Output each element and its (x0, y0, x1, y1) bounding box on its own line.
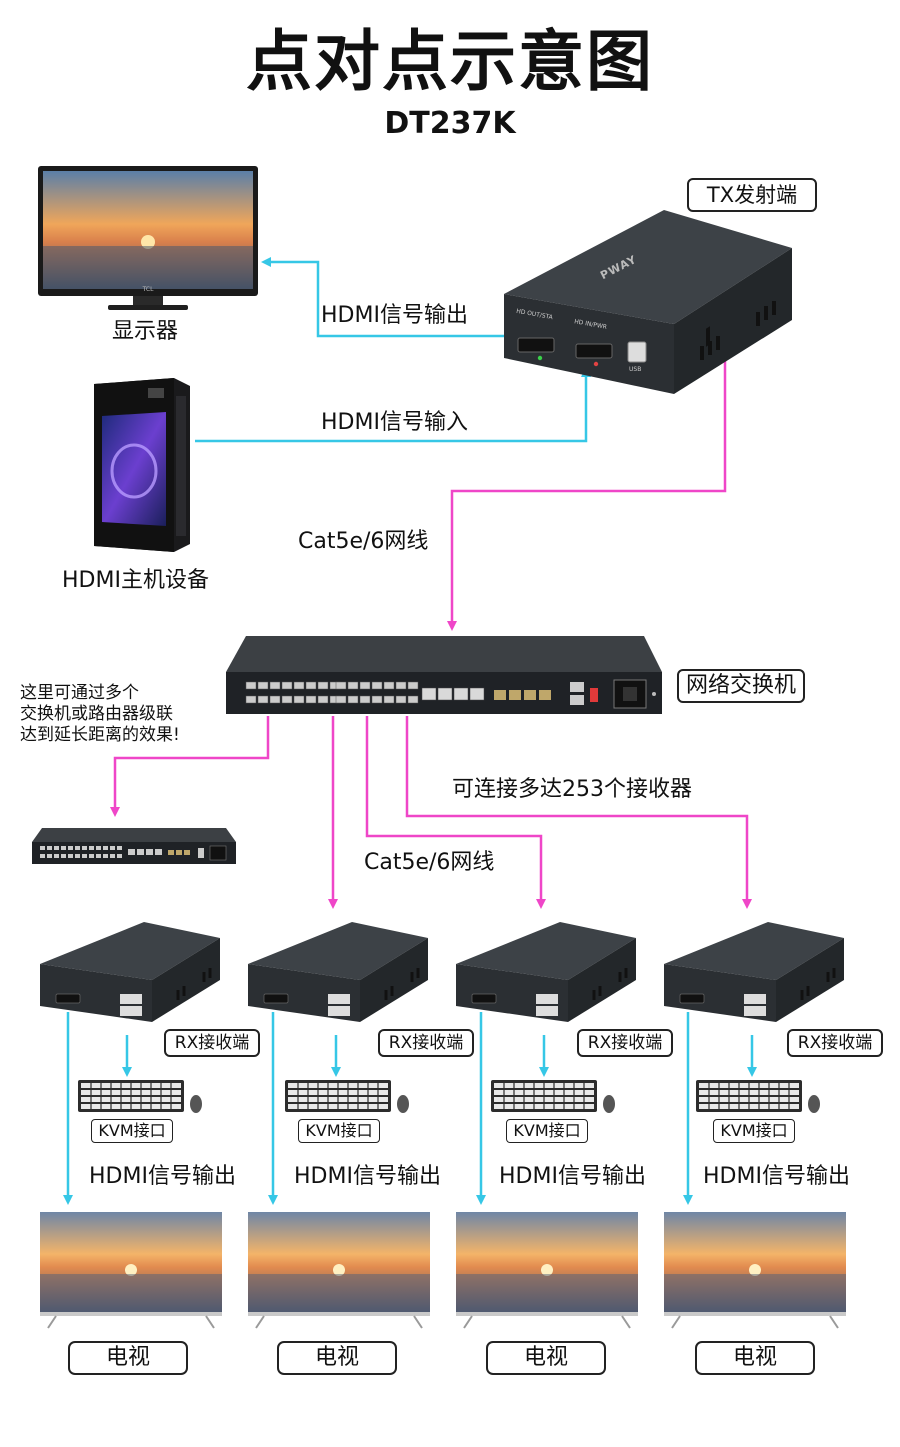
tv-label-2: 电视 (277, 1341, 397, 1375)
model-number: DT237K (384, 106, 516, 141)
cat-label-bottom: Cat5e/6网线 (364, 850, 495, 875)
tv-label-1: 电视 (68, 1341, 188, 1375)
cat-line-cascade (110, 716, 270, 817)
tv-2 (248, 1212, 430, 1330)
rx-hdmi-label-3: HDMI信号输出 (499, 1164, 646, 1189)
kvm-label-1: KVM接口 (91, 1119, 173, 1143)
switch-box-label: 网络交换机 (677, 669, 805, 703)
network-switch (224, 632, 664, 718)
page-title: 点对点示意图 (246, 23, 654, 100)
up-to-label: 可连接多达253个接收器 (452, 777, 692, 802)
rx-device-2 (248, 920, 430, 1024)
rx-hdmi-label-1: HDMI信号输出 (89, 1164, 236, 1189)
kvm-keyboard-mouse-4 (696, 1078, 824, 1114)
tx-device: PWAY HD OUT/STA HD IN/PWR USB (496, 208, 794, 396)
cat-label-top: Cat5e/6网线 (298, 529, 429, 554)
rx-hdmi-label-4: HDMI信号输出 (703, 1164, 850, 1189)
rx-label-1: RX接收端 (164, 1029, 260, 1057)
tx-port-usb-label: USB (629, 366, 642, 373)
tv-1 (40, 1212, 222, 1330)
cat-line-rx3 (405, 716, 752, 909)
tx-box-label: TX发射端 (687, 178, 817, 212)
host-label: HDMI主机设备 (62, 568, 209, 593)
kvm-keyboard-mouse-1 (78, 1078, 206, 1114)
hdmi-in-line (195, 367, 591, 443)
rx-device-3 (456, 920, 638, 1024)
rx-label-2: RX接收端 (378, 1029, 474, 1057)
tv-3 (456, 1212, 638, 1330)
kvm-label-4: KVM接口 (713, 1119, 795, 1143)
cat-line-tx-switch (447, 355, 727, 631)
note-line-1: 这里可通过多个 (20, 683, 139, 703)
monitor-label: 显示器 (112, 319, 179, 344)
rx-device-4 (664, 920, 846, 1024)
note-line-2: 交换机或路由器级联 (20, 704, 173, 724)
kvm-label-2: KVM接口 (298, 1119, 380, 1143)
host-pc (74, 376, 192, 554)
tv-4 (664, 1212, 846, 1330)
cascade-switch (30, 826, 238, 866)
tv-label-4: 电视 (695, 1341, 815, 1375)
kvm-keyboard-mouse-2 (285, 1078, 413, 1114)
note-line-3: 达到延长距离的效果! (20, 725, 180, 745)
hdmi-out-line (261, 257, 505, 338)
cat-line-rx2 (365, 716, 546, 909)
monitor: TCL (38, 166, 258, 314)
rx-hdmi-label-2: HDMI信号输出 (294, 1164, 441, 1189)
tv-label-3: 电视 (486, 1341, 606, 1375)
hdmi-out-label: HDMI信号输出 (321, 303, 468, 328)
monitor-brand: TCL (142, 286, 154, 293)
hdmi-in-label: HDMI信号输入 (321, 410, 468, 435)
kvm-keyboard-mouse-3 (491, 1078, 619, 1114)
rx-label-3: RX接收端 (577, 1029, 673, 1057)
rx-device-1 (40, 920, 222, 1024)
rx-label-4: RX接收端 (787, 1029, 883, 1057)
kvm-label-3: KVM接口 (506, 1119, 588, 1143)
